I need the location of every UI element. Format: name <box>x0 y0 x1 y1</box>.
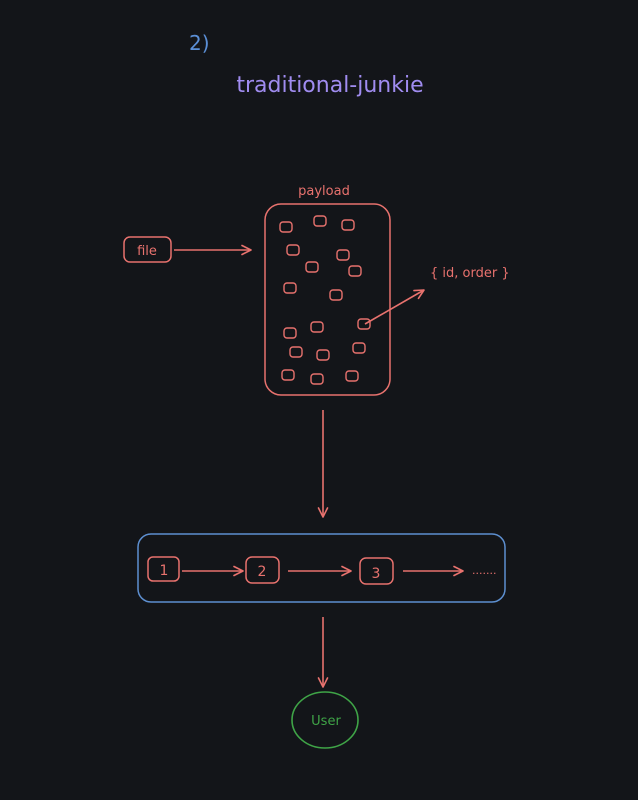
step-1-node: 1 <box>147 556 180 582</box>
user-label: User <box>311 714 341 729</box>
step-1-box <box>147 556 180 582</box>
section-number: 2) <box>189 31 210 55</box>
payload-item-18 <box>345 370 359 382</box>
payload-item-4 <box>286 244 300 256</box>
payload-item-6 <box>305 261 319 273</box>
more-steps-ellipsis: ....... <box>472 564 496 577</box>
payload-label: payload <box>298 184 350 199</box>
payload-items <box>279 215 371 385</box>
user-circle <box>291 691 359 749</box>
pipeline-container <box>137 533 506 603</box>
payload-item-7 <box>348 265 362 277</box>
step-1-label: 1 <box>160 563 169 579</box>
payload-item-8 <box>283 282 297 294</box>
payload-item-10 <box>283 327 297 339</box>
step-2-node: 2 <box>245 556 280 584</box>
file-node: file <box>123 236 172 263</box>
payload-item-13 <box>289 346 303 358</box>
user-node: User <box>291 691 359 749</box>
payload-item-14 <box>316 349 330 361</box>
payload-item-17 <box>310 373 324 385</box>
payload-item-5 <box>336 249 350 261</box>
payload-item-15 <box>352 342 366 354</box>
payload-item-1 <box>279 221 293 233</box>
payload-item-12 <box>357 318 371 330</box>
item-to-record-arrow <box>364 289 425 325</box>
step-3-node: 3 <box>359 557 394 585</box>
record-label: { id, order } <box>430 266 510 281</box>
diagram-title: traditional-junkie <box>236 73 423 98</box>
step-3-label: 3 <box>372 566 381 582</box>
file-label: file <box>137 244 157 259</box>
step-3-box <box>359 557 394 585</box>
step-2-label: 2 <box>258 564 267 580</box>
payload-item-16 <box>281 369 295 381</box>
file-box <box>123 236 172 263</box>
payload-item-2 <box>313 215 327 227</box>
payload-item-3 <box>341 219 355 231</box>
step-2-box <box>245 556 280 584</box>
payload-item-9 <box>329 289 343 301</box>
payload-item-11 <box>310 321 324 333</box>
payload-box <box>264 203 391 396</box>
